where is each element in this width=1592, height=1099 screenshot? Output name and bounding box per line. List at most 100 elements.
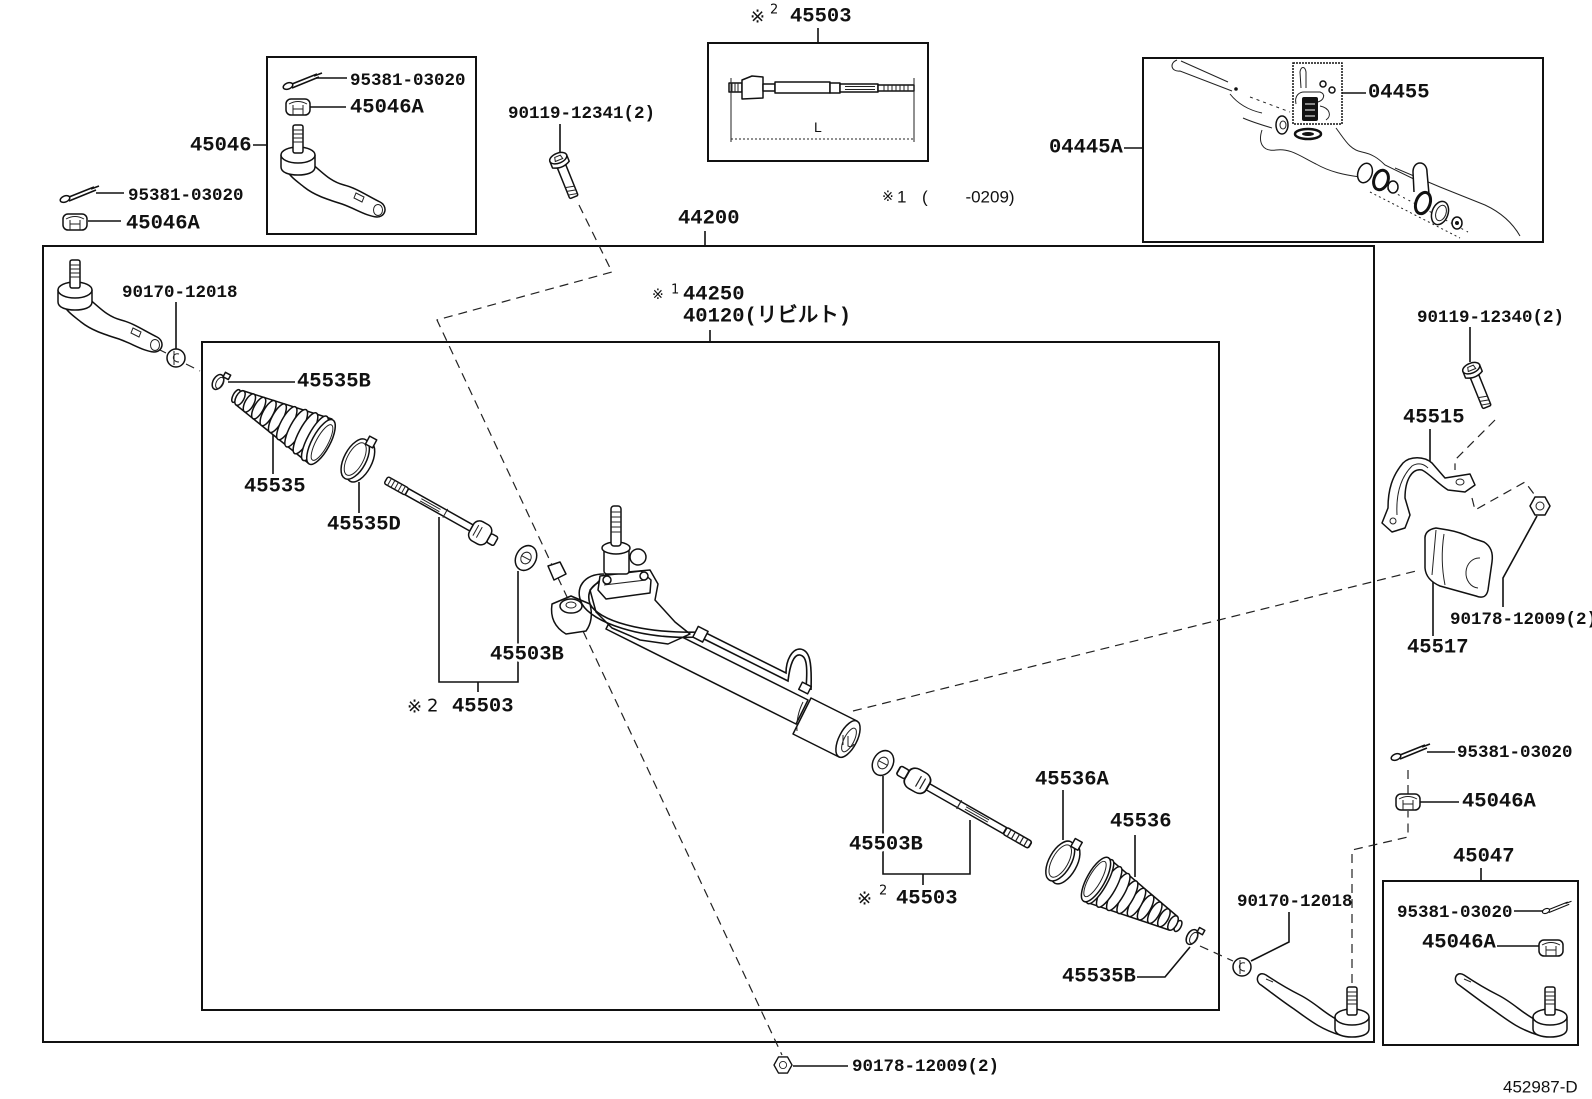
rack-pipe-fitting [797,681,813,695]
grease-tube-drawing [1302,97,1318,121]
callout-castle-nut[interactable]: 45046A [350,97,425,120]
callout-tre-kit-rh[interactable]: 45047 [1453,846,1515,869]
mount-nut-drawing [773,1056,793,1074]
lock-nut-drawing [1232,957,1252,977]
valve-pipe [588,579,705,633]
callout-lock-nut[interactable]: 90170-12018 [1237,892,1353,912]
boot-rib [1156,908,1171,928]
o-ring-drawing [1356,162,1374,184]
callout-castle-nut[interactable]: 45046A [1422,932,1497,955]
callout-cotter-pin[interactable]: 95381-03020 [1397,903,1513,923]
reference-mark: ※ [407,697,422,718]
seal-drawing [1275,115,1289,135]
boot-rib [234,389,246,407]
callout-boot[interactable]: 45535 [244,476,306,499]
rack-outline [1260,129,1361,178]
callout-boot-clip[interactable]: 45535B [297,371,371,394]
left-fitting [547,561,567,581]
callout-bracket-nut[interactable]: 90178-12009(2) [1450,610,1592,630]
bracket-nut-drawing [1529,496,1551,516]
flange-bolt [602,575,612,585]
o-ring-drawing [1435,204,1447,222]
rod-thread-lines [731,83,739,92]
boot-lh-drawing [231,388,337,466]
callout-boot[interactable]: 45536 [1110,811,1172,834]
callout-claw-washer[interactable]: 45503B [847,831,926,859]
reference-mark-number: 2 [770,3,778,18]
callout-claw-washer[interactable]: 45503B [488,641,567,669]
rack-outline [1229,93,1273,129]
callout-grease[interactable]: 04455 [1368,82,1430,105]
reference-mark: ※ [652,287,664,303]
rack-pipe [699,636,808,689]
note-production-range: ( -0209) [922,188,1015,207]
callout-bracket[interactable]: 45515 [1403,407,1465,430]
callout-mount-nut[interactable]: 90178-12009(2) [852,1057,999,1077]
rack-outline-dot [1234,87,1238,91]
rack-outline [1249,96,1291,113]
callout-boot-clamp[interactable]: 45535D [327,514,401,537]
castle-nut-drawing [1538,939,1564,957]
callout-cotter-pin[interactable]: 95381-03020 [1457,743,1573,763]
callout-inner-rod[interactable]: 45503 [896,888,958,911]
callout-gasket-kit[interactable]: 04445A [1049,137,1124,160]
callout-bushing[interactable]: 45517 [1407,637,1469,660]
pinion-shaft [610,505,622,547]
bracket-hole [1389,517,1397,525]
callout-pinion-bolt[interactable]: 90119-12341(2) [508,104,655,124]
callout-cotter-pin[interactable]: 95381-03020 [350,71,466,91]
castle-nut-drawing [1395,793,1421,811]
cotter-pin-drawing [281,72,323,92]
tie-rod-end-rh-drawing [1454,972,1568,1038]
grease-drop-drawing [1328,86,1336,94]
bushing-drawing [1424,527,1494,598]
gasket-kit-frame [1142,57,1544,243]
rack-end-seam [796,701,804,732]
assembly-line-rh-tre-stud [1351,765,1409,983]
seal-drawing [1279,120,1287,130]
callout-boot-clamp[interactable]: 45536A [1035,769,1110,792]
claw-washer-drawing [867,746,899,780]
grease-nozzle-drawing [1299,67,1307,89]
rod-neck [762,83,776,92]
callout-inner-rod-detail[interactable]: 45503 [790,6,852,29]
tie-rod-end-lh-drawing [280,124,386,218]
callout-cotter-pin[interactable]: 95381-03020 [128,186,244,206]
callout-gear-assy[interactable]: 44200 [678,208,740,231]
inner-tie-rod-lh-drawing [379,469,503,553]
o-ring-drawing [1387,180,1399,194]
boot-rib [242,393,257,413]
reference-mark-number: 1 [671,283,679,298]
callout-inner-rod[interactable]: 45503 [452,696,514,719]
leader-lines [88,28,1545,1067]
callout-tre-kit-lh[interactable]: 45046 [190,135,252,158]
bushing-bore [1465,557,1481,589]
callout-boot-clip[interactable]: 45535B [1062,966,1136,989]
boot-clip-drawing [209,368,232,394]
pinion-spline [611,511,621,533]
rack-mount-hole-inner [565,601,577,609]
rack-outline [1394,167,1521,237]
claw-washer-drawing [510,541,542,575]
callout-castle-nut[interactable]: 45046A [1462,791,1537,814]
boot-big-end [1080,856,1112,903]
boot-clip-drawing [1182,923,1206,949]
bracket-body [1381,457,1476,533]
grease-drop-drawing [1319,80,1327,88]
reference-mark-number: 2 [879,884,887,899]
cotter-pin-drawing [1389,743,1431,763]
valve-flange-line [603,579,647,586]
gasket-drawing [1302,132,1314,136]
callout-bracket-bolt[interactable]: 90119-12340(2) [1417,308,1564,328]
boot-big-end-inner [310,424,334,461]
boot-clamp-drawing [334,429,384,488]
rod-ball-housing [741,75,764,100]
callout-rebuilt-gear[interactable]: 40120(リビルト) [683,304,851,329]
dimension-label: L [814,119,822,135]
tie-rod-end-lh-drawing [57,259,163,353]
grease-tube-stripes [1305,103,1315,117]
callout-lock-nut[interactable]: 90170-12018 [122,283,238,303]
callout-castle-nut[interactable]: 45046A [126,213,201,236]
callout-rack-housing[interactable]: 44250 [683,284,745,307]
